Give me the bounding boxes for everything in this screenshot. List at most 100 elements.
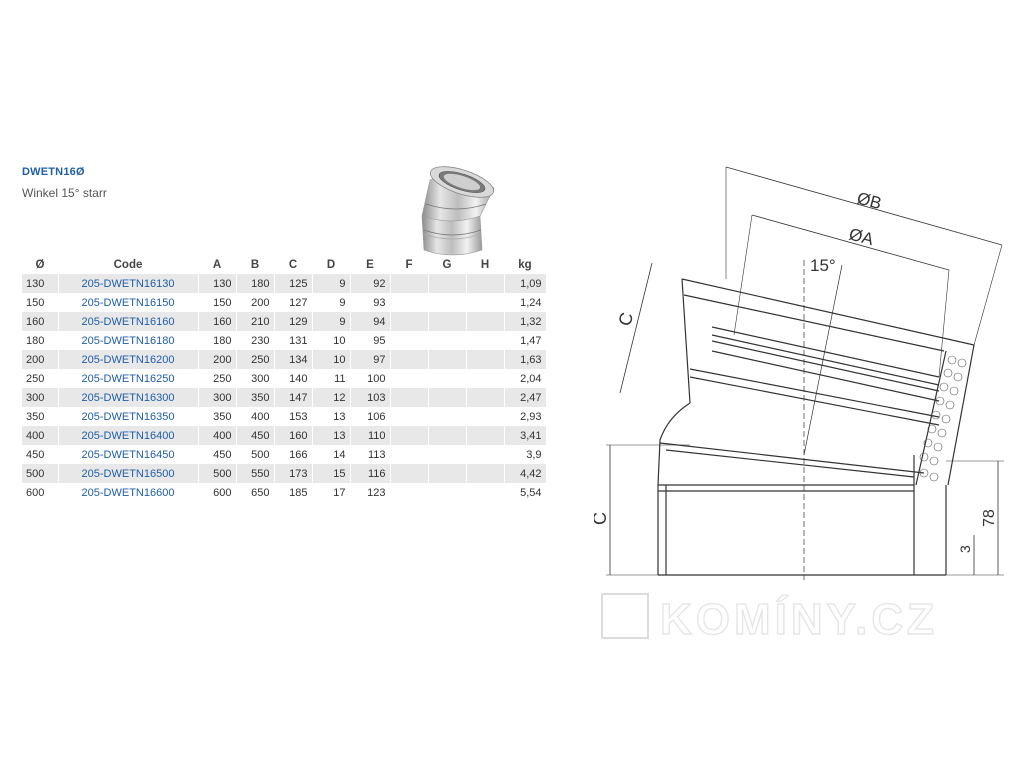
product-code-cell[interactable]: 205-DWETN16400	[58, 426, 199, 445]
table-cell: 400	[198, 426, 237, 445]
table-cell: 350	[198, 407, 237, 426]
column-header: C	[288, 259, 298, 271]
table-cell: 300	[236, 369, 275, 388]
table-cell: 100	[350, 369, 391, 388]
column-header: E	[366, 259, 374, 271]
product-code-cell[interactable]: 205-DWETN16350	[58, 407, 199, 426]
table-cell: 1,09	[504, 274, 547, 293]
table-cell	[428, 350, 467, 369]
product-code-cell[interactable]: 205-DWETN16500	[58, 464, 199, 483]
product-code-cell[interactable]: 205-DWETN16250	[58, 369, 199, 388]
bend-seam-2	[665, 449, 915, 478]
bend-left-curve	[657, 402, 691, 486]
table-cell	[428, 331, 467, 350]
upper-pipe-inner-top	[683, 294, 945, 352]
table-cell: 450	[236, 426, 275, 445]
table-cell: 1,63	[504, 350, 547, 369]
table-cell	[428, 369, 467, 388]
product-code-cell[interactable]: 205-DWETN16130	[58, 274, 199, 293]
table-cell: 14	[312, 445, 351, 464]
upper-pipe-top	[681, 278, 975, 346]
ring-upper-1	[711, 326, 940, 378]
table-cell: 160	[198, 312, 237, 331]
table-cell: 1,32	[504, 312, 547, 331]
table-cell: 12	[312, 388, 351, 407]
product-code-cell[interactable]: 205-DWETN16450	[58, 445, 199, 464]
column-header: Code	[113, 259, 143, 271]
table-cell: 4,42	[504, 464, 547, 483]
table-cell	[428, 445, 467, 464]
ring-upper-4	[711, 350, 940, 402]
table-cell: 110	[350, 426, 391, 445]
table-cell	[466, 464, 505, 483]
product-code-cell[interactable]: 205-DWETN16300	[58, 388, 199, 407]
table-cell: 2,93	[504, 407, 547, 426]
table-cell: 97	[350, 350, 391, 369]
table-cell	[466, 426, 505, 445]
ring-upper-3	[711, 340, 940, 392]
table-cell: 5,54	[504, 483, 547, 502]
table-cell: 123	[350, 483, 391, 502]
column-header: G	[442, 259, 452, 271]
table-cell: 134	[274, 350, 313, 369]
product-code-cell[interactable]: 205-DWETN16150	[58, 293, 199, 312]
table-cell: 250	[198, 369, 237, 388]
table-cell	[466, 312, 505, 331]
product-code-cell[interactable]: 205-DWETN16160	[58, 312, 199, 331]
table-cell	[466, 483, 505, 502]
table-cell: 210	[236, 312, 275, 331]
table-cell: 95	[350, 331, 391, 350]
elbow-product-image	[421, 166, 495, 256]
table-cell: 160	[274, 426, 313, 445]
table-cell: 9	[312, 312, 351, 331]
label-angle: 15°	[810, 256, 836, 275]
table-cell	[428, 426, 467, 445]
table-cell	[428, 274, 467, 293]
table-cell	[390, 483, 429, 502]
table-cell: 13	[312, 407, 351, 426]
product-code-cell[interactable]: 205-DWETN16180	[58, 331, 199, 350]
angle-line	[803, 264, 843, 456]
table-cell: 300	[22, 388, 59, 407]
product-subtitle: Winkel 15° starr	[22, 186, 107, 200]
dim-b-line	[725, 166, 1003, 246]
table-cell: 113	[350, 445, 391, 464]
table-cell	[390, 274, 429, 293]
table-cell: 17	[312, 483, 351, 502]
table-cell	[390, 331, 429, 350]
table-cell: 600	[198, 483, 237, 502]
table-cell: 185	[274, 483, 313, 502]
table-cell	[390, 350, 429, 369]
table-cell: 13	[312, 426, 351, 445]
table-cell	[466, 331, 505, 350]
table-cell: 180	[198, 331, 237, 350]
table-cell: 3,41	[504, 426, 547, 445]
column-header: A	[212, 259, 222, 271]
table-cell: 106	[350, 407, 391, 426]
table-cell: 147	[274, 388, 313, 407]
table-cell: 500	[236, 445, 275, 464]
dim-a-ext-right	[938, 269, 950, 378]
table-cell: 166	[274, 445, 313, 464]
product-code-cell[interactable]: 205-DWETN16200	[58, 350, 199, 369]
table-cell: 10	[312, 331, 351, 350]
technical-drawing: ØB ØA 15° C C 78 3	[594, 166, 1004, 580]
table-cell: 160	[22, 312, 59, 331]
table-cell	[390, 407, 429, 426]
column-header: D	[326, 259, 336, 271]
table-cell	[466, 350, 505, 369]
table-cell: 2,04	[504, 369, 547, 388]
table-cell: 230	[236, 331, 275, 350]
product-code-cell[interactable]: 205-DWETN16600	[58, 483, 199, 502]
table-cell: 140	[274, 369, 313, 388]
table-cell: 130	[198, 274, 237, 293]
table-cell: 500	[198, 464, 237, 483]
table-cell: 550	[236, 464, 275, 483]
table-cell: 130	[22, 274, 59, 293]
bend-seam	[659, 442, 925, 474]
